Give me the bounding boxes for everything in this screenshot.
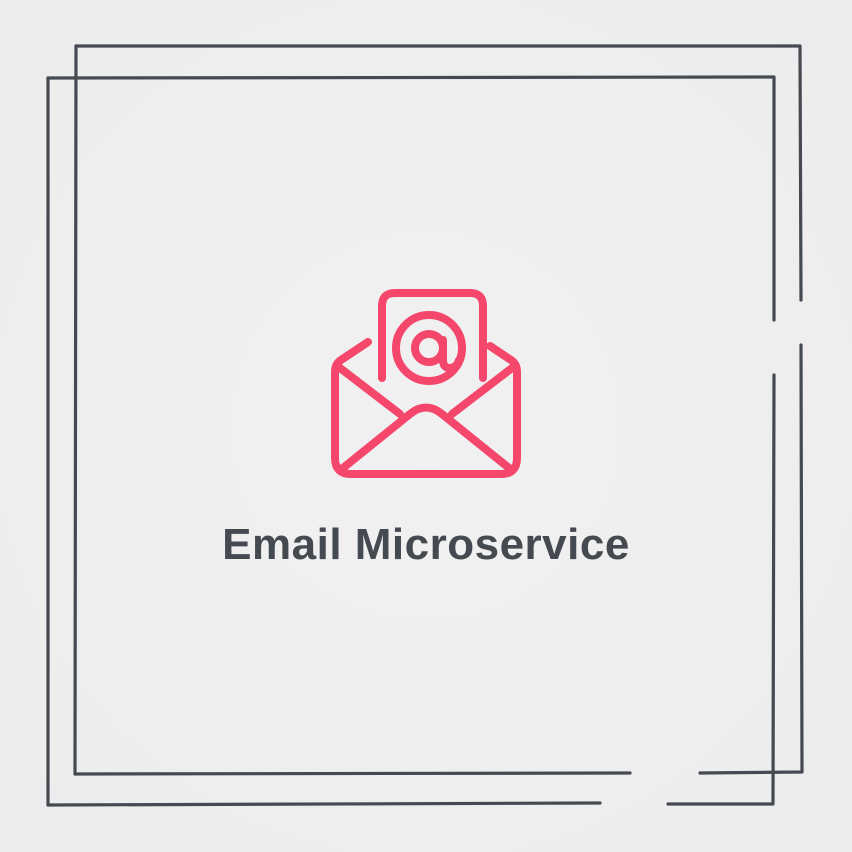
envelope-at-icon (331, 289, 521, 478)
page-title: Email Microservice (222, 520, 630, 569)
